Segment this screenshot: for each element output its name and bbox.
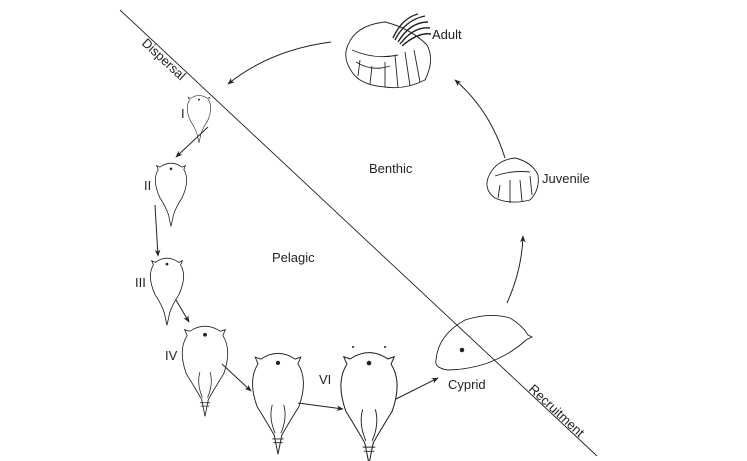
adult-barnacle-drawing <box>345 13 432 89</box>
stage-I-label: I <box>181 106 185 121</box>
nauplius-stage-II-drawing <box>154 162 188 227</box>
arrow-adult-to-I <box>227 41 332 85</box>
stage-III-label: III <box>135 275 146 290</box>
arrow-I-to-II <box>175 126 209 158</box>
juvenile-label: Juvenile <box>542 171 590 186</box>
cyprid-label: Cyprid <box>448 377 486 392</box>
nauplius-stage-III-drawing <box>149 257 185 326</box>
cyprid-drawing <box>435 315 534 371</box>
adult-label: Adult <box>432 27 462 42</box>
nauplius-stage-VI-drawing <box>340 352 398 461</box>
nauplius-stage-IV-drawing <box>181 325 229 417</box>
nauplius-stage-V-drawing <box>252 352 304 455</box>
stage-VI-left-eye-dot <box>352 346 354 348</box>
arrow-IV-to-V <box>221 363 252 392</box>
arrow-VI-to-cyprid <box>395 377 439 400</box>
stage-VI-label: VI <box>319 372 331 387</box>
arrow-V-to-VI <box>297 402 344 411</box>
arrow-III-to-IV <box>175 299 190 323</box>
juvenile-barnacle-drawing <box>486 157 539 203</box>
dispersal-label: Dispersal <box>139 35 189 83</box>
stage-IV-label: IV <box>165 348 178 363</box>
benthic-label: Benthic <box>369 161 413 176</box>
arrow-juvenile-to-adult <box>454 79 506 159</box>
pelagic-label: Pelagic <box>272 250 315 265</box>
recruitment-label: Recruitment <box>526 381 588 440</box>
cycle-arrows <box>154 41 526 411</box>
arrow-II-to-III <box>154 204 161 257</box>
stage-II-label: II <box>144 178 151 193</box>
arrow-cyprid-to-juvenile <box>506 235 526 304</box>
dispersal-recruitment-divider <box>119 9 598 457</box>
stage-VI-right-eye-dot <box>384 346 386 348</box>
